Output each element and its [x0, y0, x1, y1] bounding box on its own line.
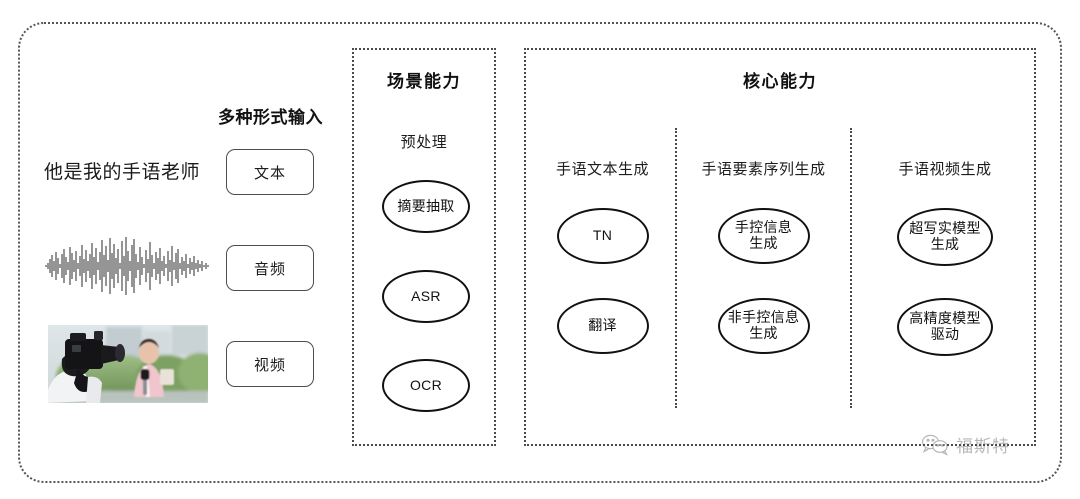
core-capability-title: 核心能力	[743, 72, 817, 91]
node-line-1: 非手控信息	[727, 309, 800, 326]
core-column-label: 手语文本生成	[555, 161, 649, 178]
modality-button-text[interactable]: 文本	[226, 149, 314, 195]
modality-button-video[interactable]: 视频	[226, 341, 314, 387]
node-line-1: TN	[592, 227, 613, 244]
node-line-2: 生成	[930, 236, 960, 252]
node-hyperrealistic-model-generation[interactable]: 超写实模型 生成	[897, 208, 993, 266]
node-line-1: 高精度模型	[909, 310, 981, 327]
node-line-1: 翻译	[588, 317, 617, 334]
node-translation[interactable]: 翻译	[556, 298, 649, 354]
watermark-text: 福斯特	[956, 437, 1010, 456]
core-column-divider-2	[850, 128, 852, 408]
video-thumbnail	[48, 325, 208, 403]
node-line-2: 生成	[749, 325, 778, 341]
node-line-2: 生成	[749, 235, 778, 251]
core-column-sign-text-generation: 手语文本生成 TN 翻译	[530, 50, 675, 448]
core-column-sign-element-sequence-generation: 手语要素序列生成 手控信息 生成 非手控信息 生成	[677, 50, 850, 448]
core-column-divider-1	[675, 128, 677, 408]
input-panel: 多种形式输入 他是我的手语老师	[40, 95, 330, 415]
modality-button-audio[interactable]: 音频	[226, 245, 314, 291]
node-summary-extraction[interactable]: 摘要抽取	[382, 180, 470, 233]
audio-waveform-icon	[45, 235, 211, 297]
node-line-2: 驱动	[930, 326, 960, 342]
scene-capability-box: 场景能力 预处理 摘要抽取 ASR OCR	[352, 48, 496, 446]
input-panel-title: 多种形式输入	[218, 108, 323, 127]
wechat-bubbles-icon	[920, 433, 950, 457]
node-asr[interactable]: ASR	[382, 270, 470, 323]
node-manual-info-generation[interactable]: 手控信息 生成	[717, 208, 810, 264]
node-non-manual-info-generation[interactable]: 非手控信息 生成	[717, 298, 810, 354]
core-column-sign-video-generation: 手语视频生成 超写实模型 生成 高精度模型 驱动	[852, 50, 1038, 448]
core-column-label: 手语视频生成	[898, 161, 992, 178]
node-line-1: 手控信息	[734, 219, 793, 236]
modality-label: 文本	[253, 164, 286, 182]
scene-preprocess-label: 预处理	[400, 134, 448, 151]
scene-capability-title: 场景能力	[387, 72, 461, 91]
core-column-label: 手语要素序列生成	[701, 161, 826, 178]
core-capability-box: 核心能力 手语文本生成 TN 翻译 手语要素序列生成 手控信息 生成	[524, 48, 1036, 446]
sample-sentence-text: 他是我的手语老师	[44, 162, 201, 183]
node-tn[interactable]: TN	[556, 208, 649, 264]
outer-frame	[18, 22, 1062, 483]
node-high-precision-model-driving[interactable]: 高精度模型 驱动	[897, 298, 993, 356]
node-line-1: 超写实模型	[909, 220, 981, 237]
modality-label: 音频	[253, 260, 286, 278]
modality-label: 视频	[253, 356, 286, 374]
watermark: 福斯特	[920, 432, 1010, 457]
node-ocr[interactable]: OCR	[382, 359, 470, 412]
